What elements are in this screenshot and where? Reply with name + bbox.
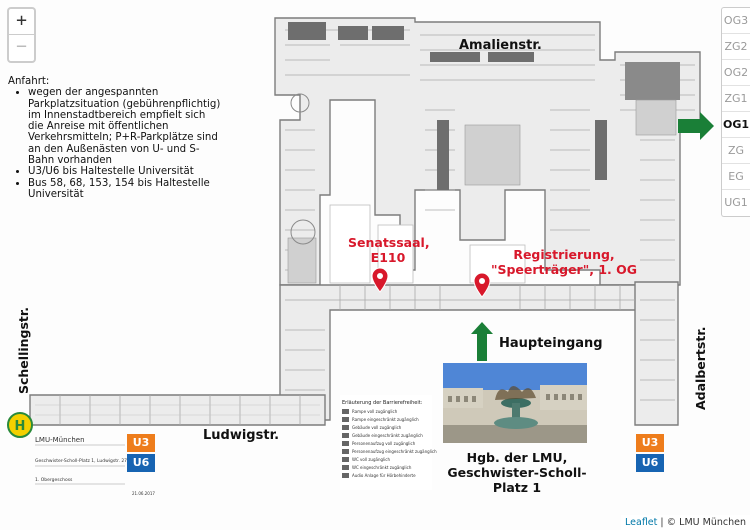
legend-item: WC voll zugänglich: [352, 457, 390, 462]
floor-button-og2[interactable]: OG2: [722, 60, 750, 86]
floor-button-og1[interactable]: OG1: [722, 112, 750, 138]
u6-badge: U6: [636, 454, 664, 472]
arrow-right-icon: [678, 112, 714, 140]
main-entrance-label: Haupteingang: [499, 336, 603, 351]
floor-button-zg2[interactable]: ZG2: [722, 34, 750, 60]
legend-item: Personenaufzug voll zugänglich: [352, 441, 416, 446]
legend-item: Rampe voll zugänglich: [352, 409, 398, 414]
leaflet-link[interactable]: Leaflet: [625, 517, 658, 528]
titleblock-org: LMU-München: [35, 436, 85, 444]
zoom-out-button[interactable]: −: [16, 36, 27, 57]
directions-list: wegen der angespannten Parkplatzsituatio…: [28, 87, 223, 200]
floor-button-zg[interactable]: ZG: [722, 138, 750, 164]
street-label-amalienstr: Amalienstr.: [459, 38, 542, 53]
street-label-ludwigstr: Ludwigstr.: [203, 428, 280, 443]
floor-button-og3[interactable]: OG3: [722, 8, 750, 34]
floor-button-ug1[interactable]: UG1: [724, 196, 748, 209]
titleblock-floor: 1. Obergeschoss: [35, 477, 73, 483]
floor-selector: OG3 ZG2 OG2 ZG1 OG1 ZG EG UG1: [721, 7, 750, 217]
directions-item: U3/U6 bis Haltestelle Universität: [28, 166, 223, 177]
zoom-control: + −: [7, 7, 36, 63]
map-attribution: Leaflet | © LMU München: [621, 515, 750, 530]
floor-button-zg1[interactable]: ZG1: [722, 86, 750, 112]
registrierung-label: Registrierung, "Speerträger", 1. OG: [490, 247, 638, 277]
legend-item: Personenaufzug eingeschränkt zugänglich: [352, 449, 437, 454]
photo-caption: Hgb. der LMU, Geschwister-Scholl- Platz …: [447, 450, 587, 495]
street-label-schellingstr: Schellingstr.: [16, 307, 31, 394]
ubahn-badge-adalbertstr: U3 U6: [636, 434, 664, 472]
titleblock-date: 21.06.2017: [132, 491, 155, 496]
legend-item: Rampe eingeschränkt zugänglich: [352, 417, 419, 422]
legend-title: Erläuterung der Barrierefreiheit:: [342, 400, 423, 406]
zoom-in-button[interactable]: +: [9, 9, 34, 35]
u6-badge: U6: [127, 454, 155, 472]
directions-heading: Anfahrt:: [8, 76, 50, 87]
ubahn-badge-ludwigstr: U3 U6: [127, 434, 155, 472]
main-building-photo: [443, 363, 587, 443]
directions-item: Bus 58, 68, 153, 154 bis Haltestelle Uni…: [28, 178, 223, 201]
copyright-text: © LMU München: [666, 517, 746, 528]
directions-item: wegen der angespannten Parkplatzsituatio…: [28, 87, 223, 166]
u3-badge: U3: [636, 434, 664, 452]
legend-item: Audio Anlage für Hörbehinderte: [352, 473, 416, 478]
map-pin-senatssaal: [371, 267, 389, 293]
street-label-adalbertstr: Adalbertstr.: [693, 327, 708, 410]
directions-info: Anfahrt: wegen der angespannten Parkplat…: [8, 76, 223, 200]
titleblock-address: Geschwister-Scholl-Platz 1, Ludwigstr. 2…: [35, 458, 127, 464]
map-pin-registrierung: [473, 272, 491, 298]
bus-stop-icon: [7, 412, 33, 438]
u3-badge: U3: [127, 434, 155, 452]
legend-item: Gebäude eingeschränkt zugänglich: [352, 433, 423, 438]
legend-box: [340, 395, 432, 490]
arrow-up-icon: [471, 322, 493, 361]
legend-item: Gebäude voll zugänglich: [352, 425, 402, 430]
bus-stop-label: H: [15, 419, 26, 434]
floor-button-eg[interactable]: EG: [722, 164, 750, 190]
senatssaal-label: Senatssaal, E110: [348, 235, 430, 265]
legend-item: WC eingeschränkt zugänglich: [352, 465, 412, 470]
